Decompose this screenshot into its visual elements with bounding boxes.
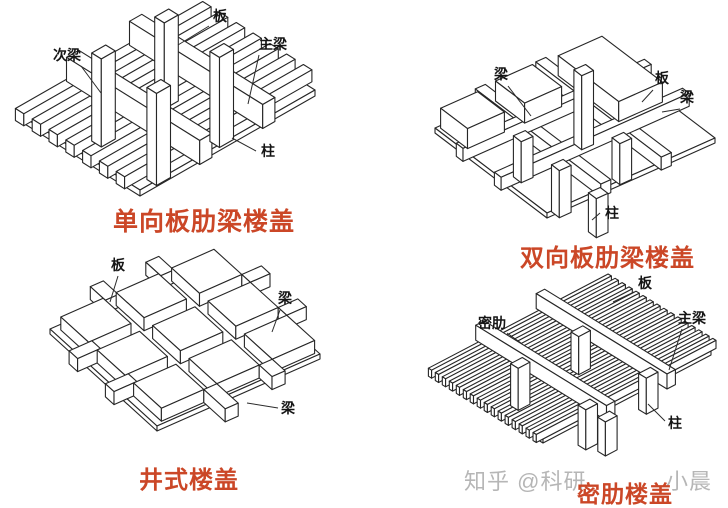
diagram-face xyxy=(512,135,522,184)
label-slab: 板 xyxy=(111,257,126,273)
label-beam-right: 梁 xyxy=(679,89,695,105)
leader-line xyxy=(647,403,666,422)
diagram-face xyxy=(100,50,116,148)
leader-line xyxy=(591,212,601,221)
diagram-face xyxy=(209,50,221,149)
label-main-beam: 主梁 xyxy=(678,310,707,326)
diagram-one-way-ribbed-slab-floor xyxy=(14,0,316,197)
diagram-face xyxy=(619,137,633,186)
title-waffle-floor: 井式楼盖 xyxy=(139,467,239,494)
labels-two-way: 梁 板 梁 柱 xyxy=(493,66,695,221)
leader-line xyxy=(506,332,522,344)
leader-line xyxy=(246,402,279,409)
leader-line xyxy=(177,25,210,46)
leader-line xyxy=(80,65,102,94)
diagram-face xyxy=(611,137,621,186)
watermark-zhihu-suffix: 小晨 xyxy=(666,469,713,494)
label-secondary-beam: 次梁 xyxy=(53,47,82,63)
diagram-dense-rib-floor xyxy=(427,273,717,457)
leader-line xyxy=(231,137,257,152)
label-beam-lower: 梁 xyxy=(280,400,296,416)
diagram-face xyxy=(146,86,158,187)
leader-line xyxy=(109,275,119,303)
diagram-face xyxy=(155,84,172,187)
diagram-face xyxy=(550,164,560,219)
diagram-face xyxy=(218,48,235,149)
diagram-face xyxy=(510,363,519,411)
diagram-face xyxy=(604,415,618,457)
labels-waffle: 板 梁 梁 xyxy=(109,257,296,416)
title-two-way-ribbed-floor: 双向板肋梁楼盖 xyxy=(520,245,695,272)
label-column: 柱 xyxy=(261,143,275,159)
diagram-face xyxy=(199,132,213,166)
diagram-face xyxy=(578,329,591,376)
label-column: 柱 xyxy=(668,415,682,431)
diagram-waffle-floor xyxy=(49,248,321,432)
diagram-face xyxy=(597,416,606,457)
diagram-face xyxy=(581,69,595,151)
leader-line xyxy=(247,54,260,105)
label-slab: 板 xyxy=(213,8,228,24)
diagram-face xyxy=(573,69,583,151)
diagram-face xyxy=(466,111,505,150)
leader-line xyxy=(612,291,635,303)
diagram-face xyxy=(520,135,534,184)
leader-line xyxy=(661,108,681,113)
label-beam-left: 梁 xyxy=(493,66,509,82)
diagram-face xyxy=(666,369,676,390)
title-dense-rib-floor: 密肋楼盖 xyxy=(577,481,673,507)
leader-line xyxy=(668,328,683,371)
label-main-beam: 主梁 xyxy=(259,36,288,52)
labels-dense-rib: 板 密肋 主梁 柱 xyxy=(477,275,707,431)
label-slab: 板 xyxy=(655,70,670,86)
diagram-face xyxy=(224,402,239,423)
diagram-face xyxy=(558,164,572,219)
title-one-way-ribbed-floor: 单向板肋梁楼盖 xyxy=(113,208,296,236)
diagram-face xyxy=(500,92,690,191)
diagram-face xyxy=(570,331,580,376)
diagram-face xyxy=(638,372,647,415)
label-dense-rib: 密肋 xyxy=(477,315,506,331)
leader-line xyxy=(271,309,281,333)
leader-line xyxy=(507,85,532,117)
diagram-face xyxy=(524,86,563,124)
watermark-zhihu-prefix: 知乎 @科研 xyxy=(464,469,587,494)
leader-line xyxy=(641,89,654,103)
label-column: 柱 xyxy=(605,205,619,221)
diagram-face xyxy=(517,361,531,411)
diagram-face xyxy=(271,370,286,391)
diagram-face xyxy=(645,371,659,415)
labels-one-way: 板 主梁 次梁 柱 xyxy=(53,8,288,159)
diagram-face xyxy=(262,96,276,130)
diagram-face xyxy=(585,403,599,451)
diagram-face xyxy=(660,152,672,171)
diagram-face xyxy=(577,404,587,451)
diagram-two-way-ribbed-slab-floor xyxy=(434,35,716,239)
diagram-face xyxy=(587,192,597,239)
label-beam-upper: 梁 xyxy=(277,290,293,306)
diagram-face xyxy=(595,192,609,239)
label-slab: 板 xyxy=(638,275,653,291)
diagram-face xyxy=(91,52,102,148)
